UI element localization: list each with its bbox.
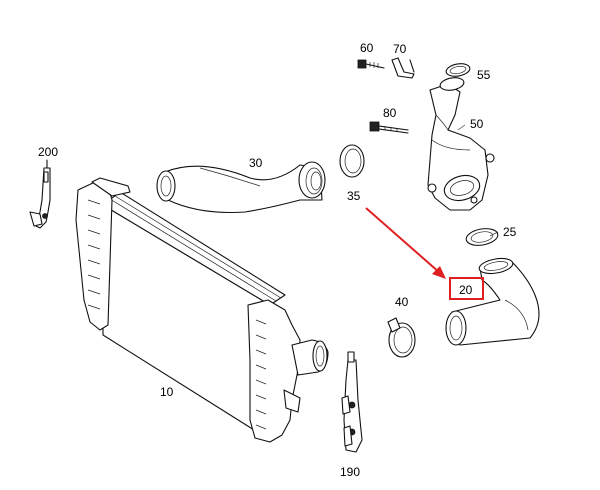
leader-lines <box>457 124 499 237</box>
bracket-part-190 <box>341 351 363 453</box>
label-20[interactable]: 20 <box>459 283 473 297</box>
label-70: 70 <box>393 42 407 56</box>
housing-part-50 <box>427 77 495 211</box>
clip-part-70 <box>391 57 415 79</box>
red-arrow-icon <box>365 207 446 279</box>
o-ring-part-55 <box>445 63 471 77</box>
label-200: 200 <box>38 145 58 159</box>
label-25: 25 <box>503 225 517 239</box>
label-30: 30 <box>249 156 263 170</box>
label-190: 190 <box>340 465 360 479</box>
bolt-part-60 <box>357 59 385 69</box>
label-50: 50 <box>470 117 484 131</box>
o-ring-part-25 <box>465 228 499 246</box>
label-35: 35 <box>347 189 361 203</box>
hose-part-30 <box>156 161 326 213</box>
o-ring-part-35 <box>339 144 365 178</box>
intercooler-part-10 <box>75 177 329 443</box>
label-40: 40 <box>395 295 409 309</box>
clamp-part-40 <box>387 317 416 358</box>
label-55: 55 <box>477 68 491 82</box>
highlight-box <box>449 277 484 300</box>
bracket-part-200 <box>29 159 51 229</box>
label-10: 10 <box>160 385 174 399</box>
label-60: 60 <box>360 41 374 55</box>
label-80: 80 <box>383 106 397 120</box>
bolt-part-80 <box>369 121 409 134</box>
elbow-pipe-part-20 <box>445 257 540 346</box>
